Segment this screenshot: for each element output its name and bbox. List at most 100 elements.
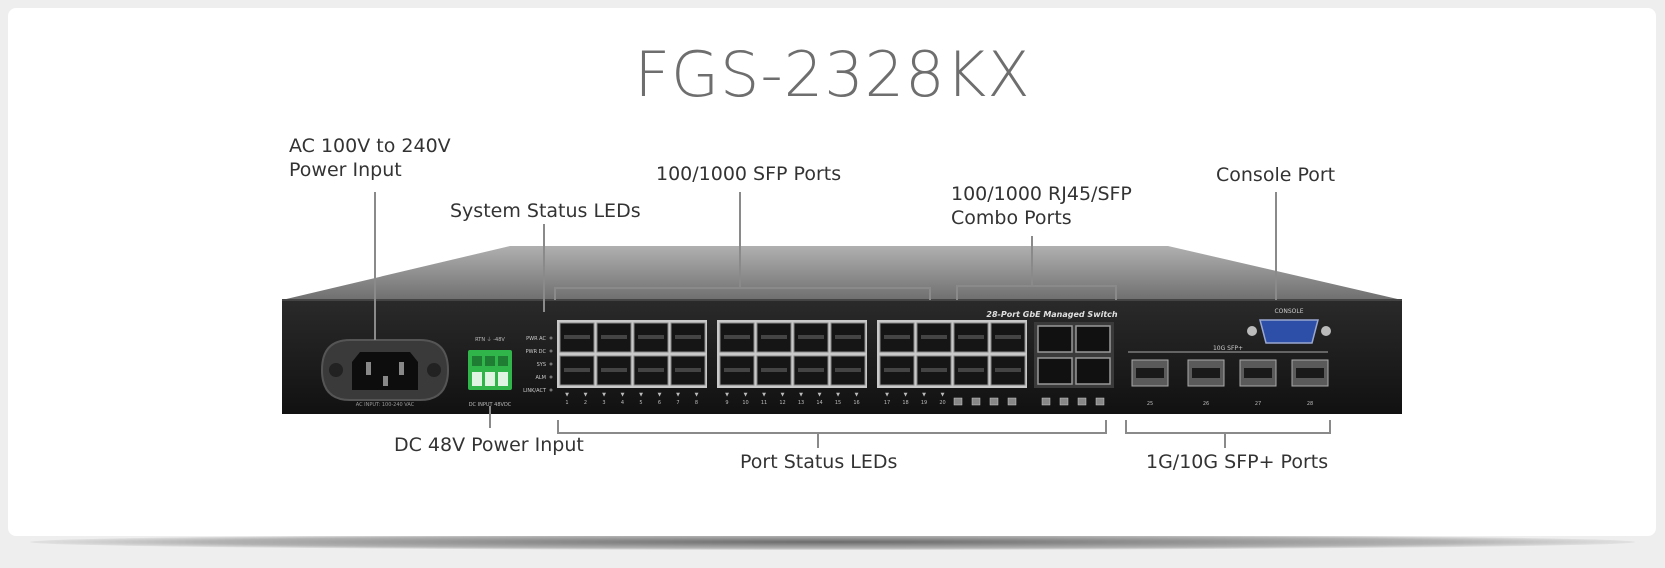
sfp-plus-slot-inner [1136, 368, 1164, 378]
led-arrow: ▼ [602, 392, 606, 398]
sfp-slot-inner [761, 368, 787, 372]
dc-power-label: DC 48V Power Input [394, 434, 584, 456]
sfp-ports-label: 100/1000 SFP Ports [656, 163, 842, 185]
ac-power-label: AC 100V to 240V Power Input [289, 134, 451, 182]
combo-led [1041, 397, 1051, 406]
combo-led [1077, 397, 1087, 406]
combo-ports-label-line1: 100/1000 RJ45/SFP [951, 183, 1132, 205]
sfp-slot-inner [921, 335, 947, 339]
ac-power-inlet [320, 339, 450, 401]
callout-lines [374, 192, 1331, 448]
led-arrow: ▼ [941, 392, 945, 398]
chassis-top [282, 246, 1402, 300]
sfp-slot-inner [564, 368, 590, 372]
port-number: 11 [761, 400, 767, 406]
sfp-plus-number: 25 [1147, 401, 1153, 407]
led-arrow: ▼ [762, 392, 766, 398]
sfp-slot-inner [724, 368, 750, 372]
combo-led [1007, 397, 1017, 406]
page-title: FGS-2328KX [634, 38, 1031, 111]
combo-led [971, 397, 981, 406]
ac-input-text: AC INPUT: 100-240 VAC [356, 402, 415, 408]
led-arrow: ▼ [658, 392, 662, 398]
sfp-plus-ports-label: 1G/10G SFP+ Ports [1146, 451, 1329, 473]
port-number: 6 [658, 400, 661, 406]
led-arrow: ▼ [621, 392, 625, 398]
port-number: 9 [725, 400, 728, 406]
port-number: 17 [884, 400, 890, 406]
port-number: 15 [835, 400, 841, 406]
port-number: 8 [695, 400, 698, 406]
led-label: LINK/ACT [523, 388, 547, 394]
sfp-slot-inner [835, 335, 861, 339]
sfp-slot-inner [761, 335, 787, 339]
rj45-combo-ports [1034, 322, 1114, 388]
sfp-port-group-3 [877, 320, 1027, 388]
sfp-slot-inner [724, 335, 750, 339]
led-dot [549, 388, 553, 392]
led-arrow: ▼ [725, 392, 729, 398]
led-arrow: ▼ [639, 392, 643, 398]
port-number: 13 [798, 400, 804, 406]
sfp-plus-number: 26 [1203, 401, 1209, 407]
sfp-port-group-1 [557, 320, 707, 388]
sfp-slot-inner [921, 368, 947, 372]
sfp-slot-inner [995, 368, 1021, 372]
port-number: 7 [676, 400, 679, 406]
combo-led [1059, 397, 1069, 406]
combo-led [989, 397, 999, 406]
port-number: 1 [565, 400, 568, 406]
system-leds-label: System Status LEDs [450, 200, 641, 222]
led-arrow: ▼ [836, 392, 840, 398]
led-arrow: ▼ [744, 392, 748, 398]
sfp-slot-inner [638, 335, 664, 339]
led-dot [549, 336, 553, 340]
sfp-plus-number: 27 [1255, 401, 1261, 407]
combo-ports-label-line2: Combo Ports [951, 207, 1072, 229]
sfp-slot-inner [884, 368, 910, 372]
combo-port-leds [953, 397, 1105, 406]
card-shadow [30, 534, 1635, 550]
led-label: PWR DC [526, 349, 547, 355]
led-dot [549, 349, 553, 353]
console-text: CONSOLE [1274, 308, 1303, 315]
ac-power-label-line1: AC 100V to 240V [289, 135, 451, 157]
sfp-slot-inner [638, 368, 664, 372]
sfp-plus-text: 10G SFP+ [1213, 345, 1243, 352]
sfp-port-group-2 [717, 320, 867, 388]
sfp-slot-inner [798, 335, 824, 339]
console-port-label: Console Port [1216, 164, 1336, 186]
port-number: 10 [742, 400, 748, 406]
port-number: 12 [779, 400, 785, 406]
led-label: SYS [537, 362, 546, 368]
led-arrow: ▼ [584, 392, 588, 398]
sfp-slot-inner [958, 335, 984, 339]
sfp-plus-slot-inner [1244, 368, 1272, 378]
combo-led [953, 397, 963, 406]
combo-led [1095, 397, 1105, 406]
port-numbers: ▼1▼2▼3▼4▼5▼6▼7▼8▼9▼10▼11▼12▼13▼14▼15▼16▼… [565, 392, 946, 406]
sfp-slot-inner [835, 368, 861, 372]
sfp-slot-inner [675, 368, 701, 372]
led-arrow: ▼ [885, 392, 889, 398]
port-number: 14 [816, 400, 822, 406]
port-leds-label: Port Status LEDs [740, 451, 898, 473]
sfp-slot-inner [958, 368, 984, 372]
combo-ports-label: 100/1000 RJ45/SFP Combo Ports [951, 182, 1132, 230]
led-arrow: ▼ [818, 392, 822, 398]
dc-terminal-text: RTN ⏚ -48V [475, 336, 505, 343]
port-number: 4 [621, 400, 624, 406]
port-number: 19 [921, 400, 927, 406]
sfp-slot-inner [884, 335, 910, 339]
led-arrow: ▼ [565, 392, 569, 398]
led-arrow: ▼ [922, 392, 926, 398]
port-number: 18 [902, 400, 908, 406]
sfp-slot-inner [601, 335, 627, 339]
led-arrow: ▼ [781, 392, 785, 398]
led-label: PWR AC [526, 336, 546, 342]
dc-terminal-block [468, 350, 512, 390]
led-arrow: ▼ [855, 392, 859, 398]
sfp-slot-inner [564, 335, 590, 339]
